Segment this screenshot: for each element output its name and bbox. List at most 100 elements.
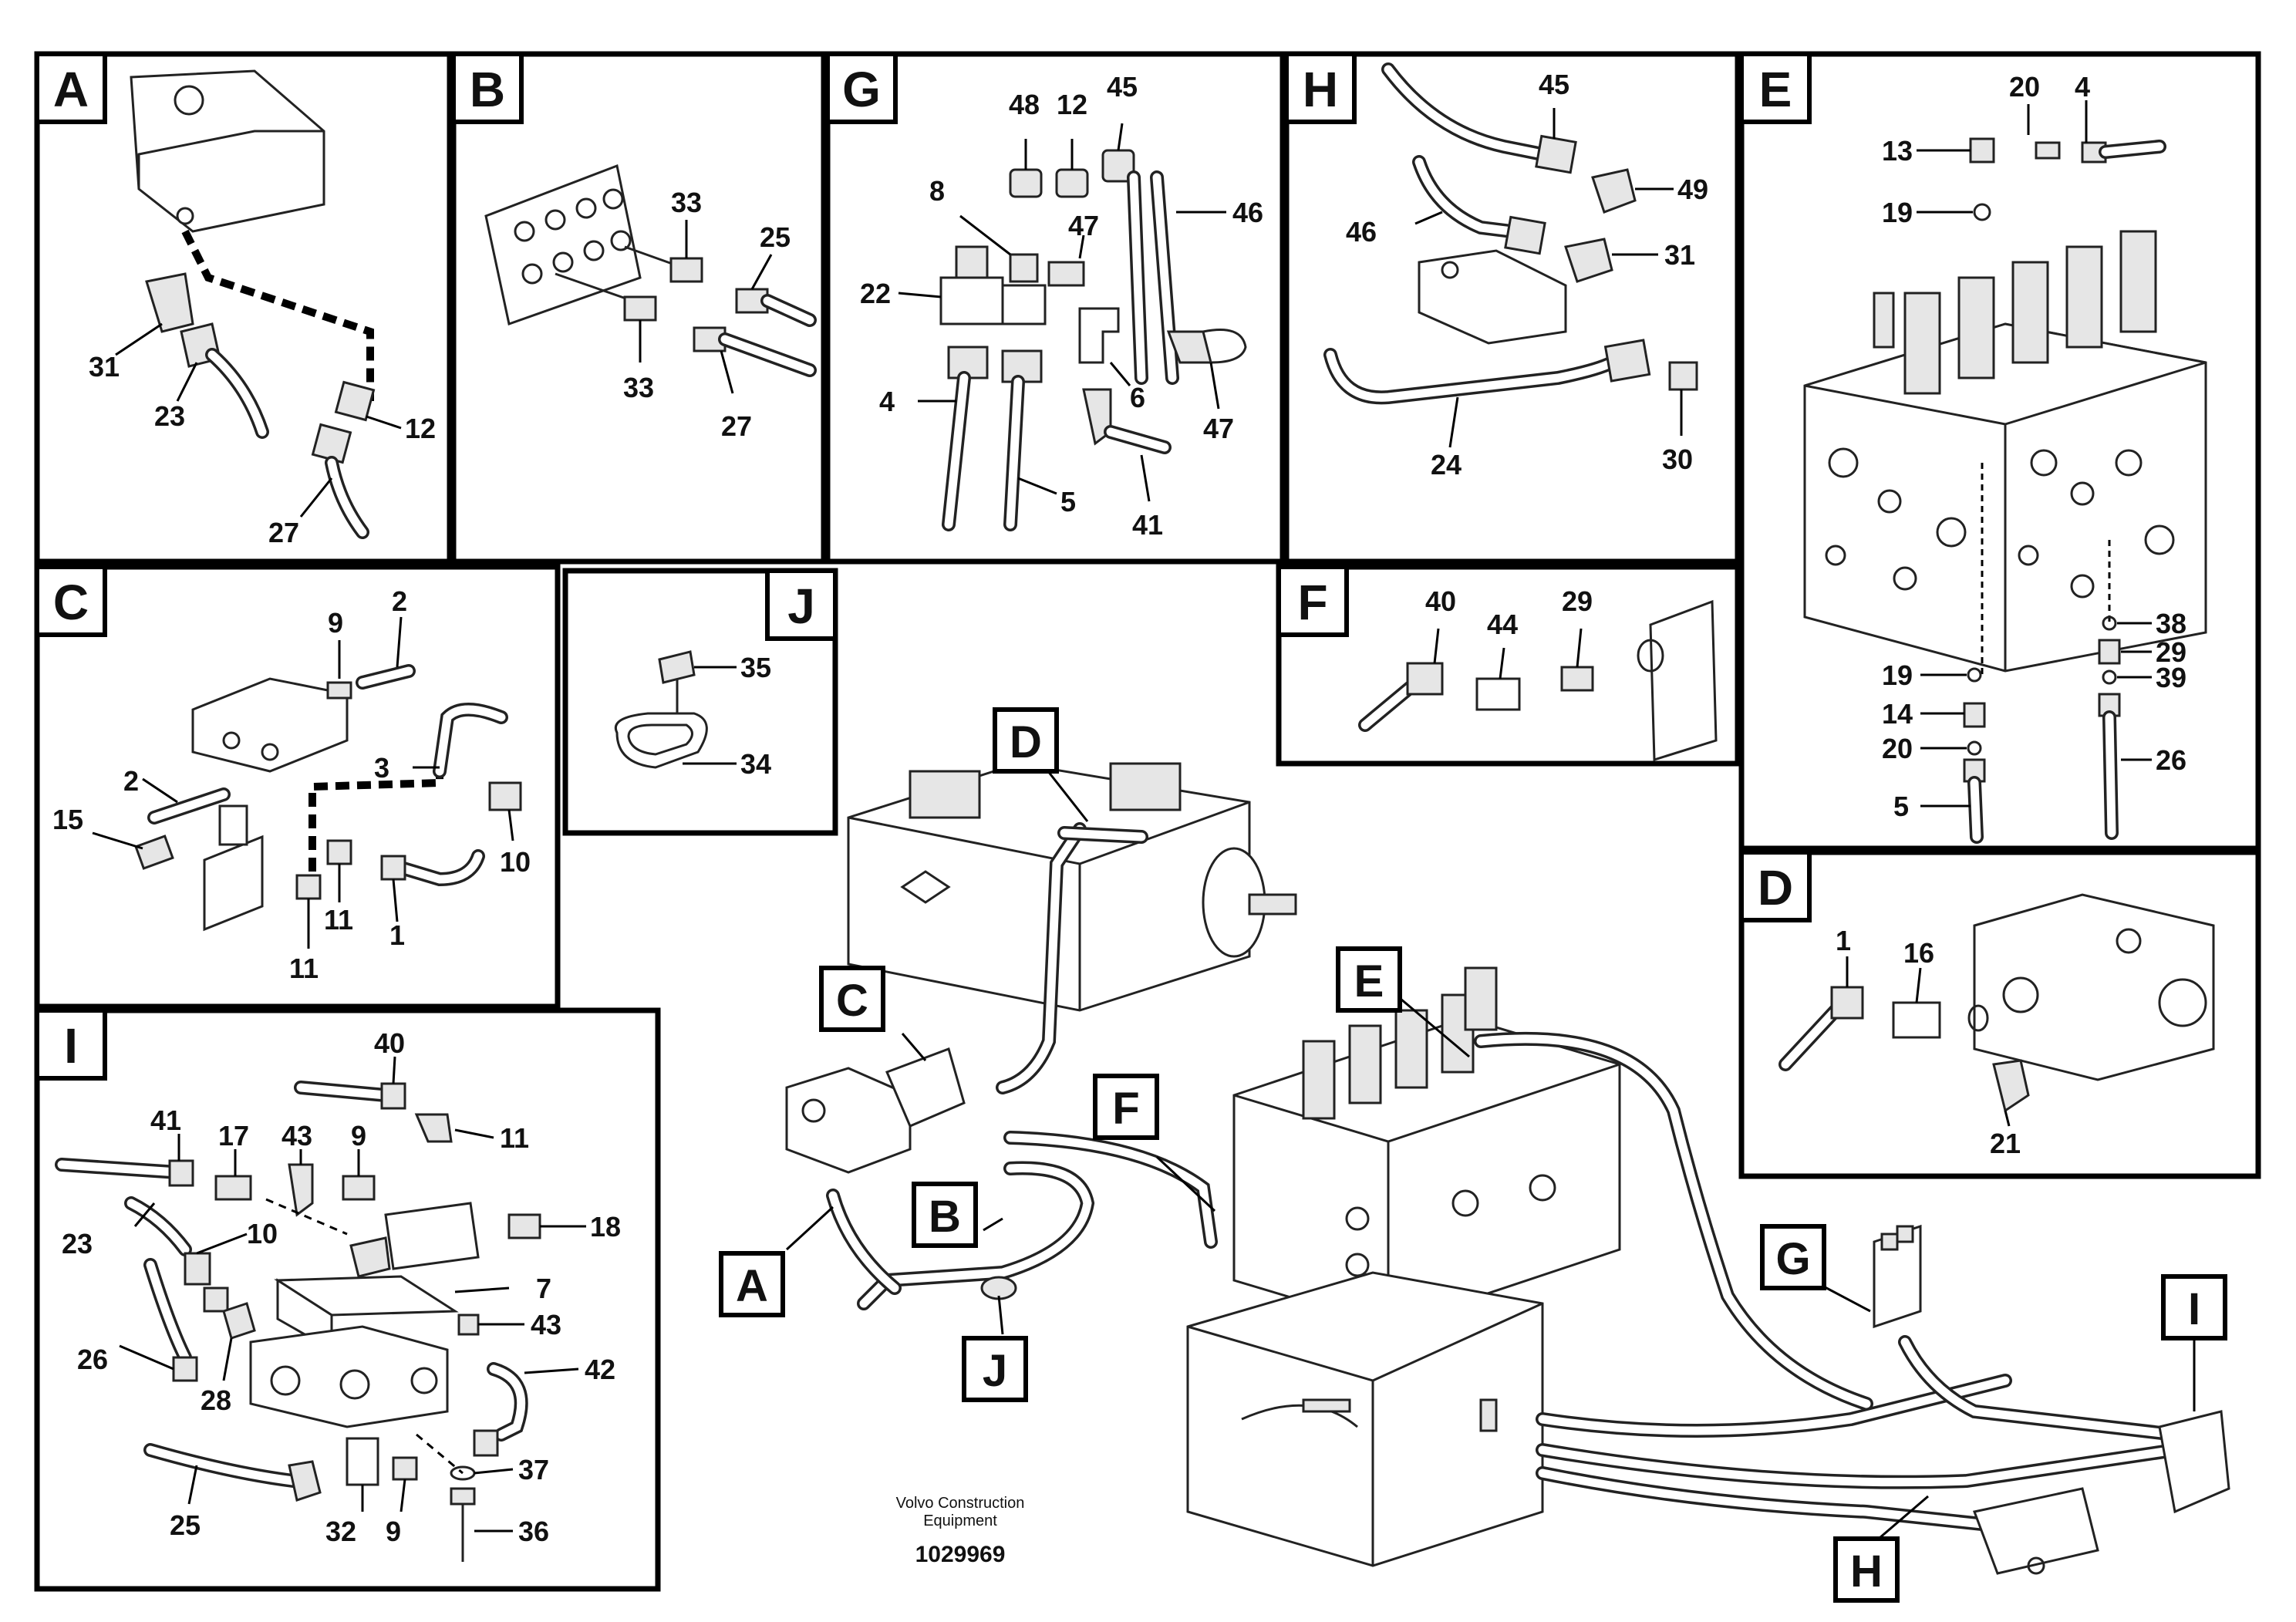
swivel-8 [1009, 253, 1039, 283]
callout-5: 5 [1893, 791, 1909, 822]
callout-15: 15 [52, 804, 83, 835]
panel-b: B 33 25 33 27 [450, 51, 827, 565]
o-ring-19-top [1973, 203, 1991, 221]
callout-16: 16 [1903, 937, 1934, 969]
panel-f: F 40 44 29 [1276, 564, 1741, 767]
callout-7: 7 [536, 1273, 551, 1304]
marker-c-letter: C [836, 976, 868, 1026]
elbow-13 [1969, 137, 1995, 164]
marker-f-letter: F [1112, 1084, 1139, 1134]
fitting-9 [326, 681, 352, 700]
marker-g [1760, 1224, 1826, 1290]
callout-47-b: 47 [1203, 413, 1234, 444]
marker-g-letter: G [1775, 1234, 1810, 1284]
elbow-fitting-31 [145, 272, 194, 333]
plug-12 [1055, 168, 1089, 198]
callout-49: 49 [1677, 174, 1708, 205]
valve-spools [1873, 230, 2157, 395]
elbow-40 [1406, 662, 1444, 696]
callout-20-top: 20 [2009, 71, 2040, 103]
callout-47-a: 47 [1068, 210, 1099, 241]
connector-1 [380, 855, 406, 881]
elbow-fitting-16 [1892, 1001, 1941, 1039]
panel-e-tag [1739, 52, 1812, 124]
callout-12: 12 [1057, 89, 1087, 120]
callout-29: 29 [2156, 636, 2186, 668]
marker-h-letter: H [1850, 1546, 1883, 1597]
adapter-29 [1560, 666, 1594, 692]
connector-33-lower [623, 295, 657, 322]
bolt-36-head [450, 1487, 476, 1506]
o-ring-39 [2102, 669, 2117, 685]
callout-33-b: 33 [623, 372, 654, 403]
elbow-31 [1564, 238, 1613, 283]
callout-25: 25 [760, 221, 791, 253]
callout-40: 40 [1425, 585, 1456, 617]
fitting-9-lower [392, 1456, 418, 1481]
panel-c: C 9 2 3 2 15 10 11 11 1 [34, 564, 561, 1010]
panel-d-tag [1739, 850, 1812, 922]
hose-route-dashed [181, 229, 374, 401]
valve-body-illustration [1418, 249, 1567, 345]
marker-b-letter: B [929, 1192, 961, 1242]
solenoid-valve-assembly [785, 1067, 912, 1174]
callout-34: 34 [740, 748, 771, 780]
callout-37: 37 [518, 1454, 549, 1485]
callout-14: 14 [1882, 698, 1913, 730]
main-assembly [785, 762, 2230, 1575]
callout-27: 27 [268, 517, 299, 548]
hose-end-41 [168, 1159, 194, 1187]
callout-11-b: 11 [289, 953, 319, 984]
callout-45: 45 [1539, 69, 1569, 100]
panel-d-letter: D [1758, 860, 1793, 916]
callout-2-top: 2 [392, 585, 407, 617]
panel-j-tag [765, 568, 838, 641]
elbow-49 [1591, 168, 1637, 214]
panel-b-letter: B [470, 62, 505, 117]
callout-30: 30 [1662, 443, 1693, 475]
panel-i-tag [35, 1008, 107, 1081]
callout-9: 9 [328, 607, 343, 639]
callout-29: 29 [1562, 585, 1593, 617]
panel-e-letter: E [1759, 62, 1792, 117]
valve-mounting-frame [1186, 1271, 1544, 1567]
marker-j [962, 1336, 1028, 1402]
callout-19-top: 19 [1882, 197, 1913, 228]
callout-22: 22 [860, 278, 891, 309]
port-plate-illustration [484, 164, 642, 325]
callout-33-a: 33 [671, 187, 702, 218]
panel-d: D 1 16 21 [1738, 849, 2261, 1179]
tee-fitting-10 [488, 781, 522, 811]
callout-40: 40 [374, 1027, 405, 1059]
callout-6: 6 [1130, 382, 1145, 413]
callout-18: 18 [590, 1211, 621, 1243]
callout-43: 43 [282, 1120, 312, 1152]
document-number: 1029969 [915, 1542, 1006, 1567]
fitting-47 [1047, 261, 1085, 287]
callout-1: 1 [1836, 925, 1851, 956]
marker-j-letter: J [983, 1346, 1007, 1396]
callout-10: 10 [247, 1218, 278, 1249]
callout-11-a: 11 [324, 904, 353, 936]
pump-regulator-right [1109, 762, 1182, 811]
marker-e [1336, 946, 1402, 1013]
plug-48 [1009, 168, 1043, 198]
callout-4: 4 [879, 386, 895, 417]
fitting-9 [342, 1175, 376, 1201]
panel-b-tag [451, 52, 524, 124]
adapter-29 [2098, 639, 2121, 665]
main-valve-spools [1302, 966, 1498, 1120]
marker-a [719, 1251, 785, 1317]
callout-25: 25 [170, 1509, 201, 1541]
panel-j-letter: J [787, 578, 815, 634]
panel-g: G [824, 51, 1286, 565]
panel-a-letter: A [53, 62, 89, 117]
callout-46: 46 [1232, 197, 1263, 228]
elbow-11-a [295, 874, 322, 900]
adapter-14 [1963, 702, 1986, 728]
solenoid-block-lower [203, 835, 264, 932]
panel-f-tag [1276, 565, 1349, 637]
pump-shaft [1248, 893, 1297, 916]
pressure-switch-32 [346, 1437, 379, 1486]
